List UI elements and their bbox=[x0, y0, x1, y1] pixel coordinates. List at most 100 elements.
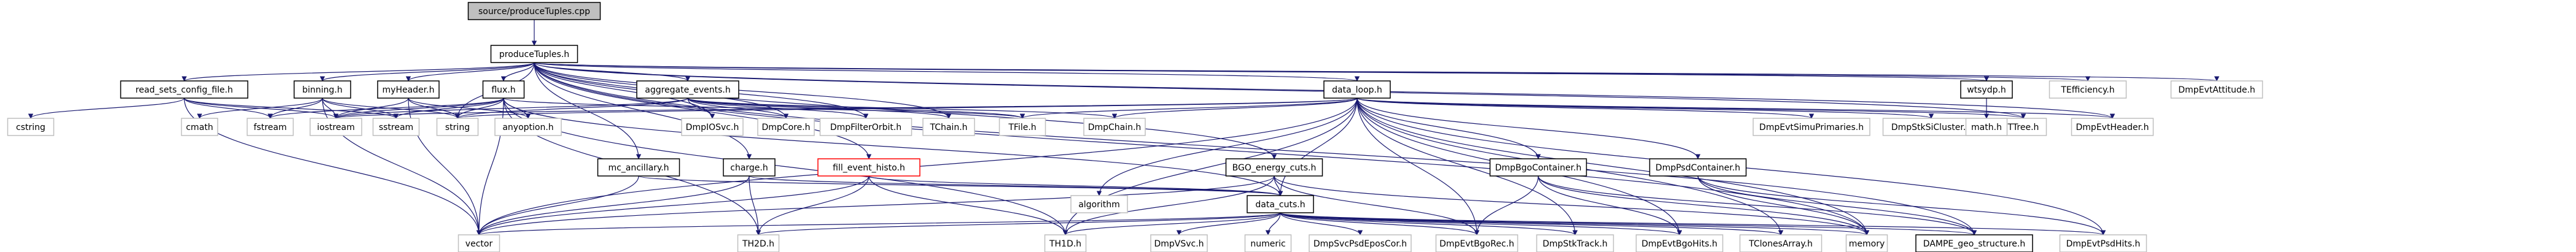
node-th2d[interactable]: TH2D.h bbox=[737, 234, 780, 252]
node-label: data_loop.h bbox=[1332, 85, 1382, 95]
node-readsets[interactable]: read_sets_config_file.h bbox=[120, 80, 249, 99]
node-dmpbgocontainer[interactable]: DmpBgoContainer.h bbox=[1489, 158, 1587, 177]
node-fstream[interactable]: fstream bbox=[246, 118, 294, 136]
edge-flux-to-datacuts bbox=[503, 97, 1283, 196]
edge-dataloop-to-dmpstktrack bbox=[1356, 97, 1578, 235]
edge-dataloop-to-tfile bbox=[1020, 97, 1358, 119]
edge-dataloop-to-dmpbgocontainer bbox=[1356, 97, 1541, 159]
node-flux[interactable]: flux.h bbox=[482, 80, 525, 99]
node-anyoption[interactable]: anyoption.h bbox=[494, 118, 562, 136]
node-label: iostream bbox=[317, 123, 355, 132]
node-binning[interactable]: binning.h bbox=[294, 80, 351, 99]
node-wtsydp[interactable]: wtsydp.h bbox=[1960, 80, 2013, 99]
node-cmath[interactable]: cmath bbox=[181, 118, 219, 136]
node-dmpevtsimuprimaries[interactable]: DmpEvtSimuPrimaries.h bbox=[1753, 118, 1870, 136]
node-dmpfilterorbit[interactable]: DmpFilterOrbit.h bbox=[819, 118, 912, 136]
node-dmpstktrack[interactable]: DmpStkTrack.h bbox=[1536, 234, 1614, 252]
node-algorithm[interactable]: algorithm bbox=[1070, 195, 1128, 213]
node-th1d[interactable]: TH1D.h bbox=[1044, 234, 1087, 252]
node-dampegeo[interactable]: DAMPE_geo_structure.h bbox=[1915, 234, 2033, 252]
edge-readsets-to-sstream bbox=[184, 97, 399, 119]
node-dmpiosvc[interactable]: DmpIOSvc.h bbox=[681, 118, 744, 136]
node-produce[interactable]: produceTuples.h bbox=[490, 45, 578, 63]
node-iostream[interactable]: iostream bbox=[309, 118, 362, 136]
edge-fillevent-to-vector bbox=[476, 175, 870, 235]
node-tfile[interactable]: TFile.h bbox=[998, 118, 1046, 136]
node-dmpevtpsdhits[interactable]: DmpEvtPsdHits.h bbox=[2059, 234, 2147, 252]
node-label: charge.h bbox=[730, 163, 768, 173]
node-box bbox=[737, 234, 780, 252]
node-dmpvsvc[interactable]: DmpVSvc.h bbox=[1150, 234, 1208, 252]
node-box bbox=[1323, 80, 1391, 99]
node-box bbox=[1070, 195, 1128, 213]
node-sstream[interactable]: sstream bbox=[372, 118, 420, 136]
node-label: DmpEvtSimuPrimaries.h bbox=[1759, 123, 1864, 132]
node-tchain[interactable]: TChain.h bbox=[922, 118, 975, 136]
node-label: TTree.h bbox=[2007, 123, 2039, 132]
node-box bbox=[490, 45, 578, 63]
edge-bgoenergy-to-memory bbox=[1274, 175, 1870, 235]
edge-datacuts-to-dmpstktrack bbox=[1280, 212, 1578, 235]
edge-produce-to-myheader bbox=[405, 62, 535, 82]
node-ttree[interactable]: TTree.h bbox=[1999, 118, 2047, 136]
edge-readsets-to-cstring bbox=[28, 97, 185, 119]
node-label: DmpIOSvc.h bbox=[686, 123, 739, 132]
node-memory[interactable]: memory bbox=[1845, 234, 1888, 252]
edge-aggregate-to-dmpiosvc bbox=[687, 97, 715, 119]
node-bgoenergy[interactable]: BGO_energy_cuts.h bbox=[1225, 158, 1323, 177]
node-label: DmpEvtBgoHits.h bbox=[1641, 239, 1718, 249]
node-dmpstksicluster[interactable]: DmpStkSiCluster.h bbox=[1882, 118, 1980, 136]
node-label: read_sets_config_file.h bbox=[136, 85, 233, 95]
node-dmpevtbgohits[interactable]: DmpEvtBgoHits.h bbox=[1635, 234, 1724, 252]
node-label: DmpEvtHeader.h bbox=[2076, 123, 2149, 132]
node-dmppsdcontainer[interactable]: DmpPsdContainer.h bbox=[1649, 158, 1747, 177]
node-label: TClonesArray.h bbox=[1748, 239, 1813, 249]
node-numeric[interactable]: numeric bbox=[1244, 234, 1292, 252]
edge-datacuts-to-dmpevtbgohits bbox=[1280, 212, 1682, 235]
node-cstring[interactable]: cstring bbox=[7, 118, 55, 136]
edge-dmppsdcontainer-to-dampegeo bbox=[1697, 175, 1977, 235]
node-dmpcore[interactable]: DmpCore.h bbox=[757, 118, 815, 136]
node-math[interactable]: math.h bbox=[1965, 118, 2008, 136]
node-tefficiency[interactable]: TEfficiency.h bbox=[2049, 80, 2127, 99]
node-tclonesarray[interactable]: TClonesArray.h bbox=[1739, 234, 1823, 252]
node-label: DmpStkSiCluster.h bbox=[1891, 123, 1971, 132]
node-charge[interactable]: charge.h bbox=[723, 158, 776, 177]
edge-bgoenergy-to-th1d bbox=[1062, 175, 1275, 235]
node-dmpsvcpsdeposcor[interactable]: DmpSvcPsdEposCor.h bbox=[1309, 234, 1412, 252]
node-dmpevtattitude[interactable]: DmpEvtAttitude.h bbox=[2170, 80, 2263, 99]
node-dmpchain[interactable]: DmpChain.h bbox=[1083, 118, 1146, 136]
node-aggregate[interactable]: aggregate_events.h bbox=[636, 80, 739, 99]
node-string[interactable]: string bbox=[436, 118, 479, 136]
edge-datacuts-to-memory bbox=[1280, 212, 1869, 235]
node-dmpevtheader[interactable]: DmpEvtHeader.h bbox=[2071, 118, 2154, 136]
node-label: TFile.h bbox=[1008, 123, 1036, 132]
edge-mcancillary-to-datacuts bbox=[638, 175, 1283, 196]
node-label: wtsydp.h bbox=[1967, 85, 2006, 95]
node-label: string bbox=[445, 123, 470, 132]
node-datacuts[interactable]: data_cuts.h bbox=[1247, 195, 1314, 213]
edge-produce-to-aggregate bbox=[534, 62, 691, 82]
edge-fillevent-to-th1d bbox=[868, 175, 1068, 235]
node-vector[interactable]: vector bbox=[457, 234, 500, 252]
edge-dataloop-to-dmpevtsimuprimaries bbox=[1356, 97, 1814, 119]
edge-myheader-to-anyoption bbox=[408, 97, 531, 119]
node-label: memory bbox=[1849, 239, 1885, 249]
node-myheader[interactable]: myHeader.h bbox=[377, 80, 440, 99]
node-label: DmpEvtBgoRec.h bbox=[1439, 239, 1514, 249]
edge-dataloop-to-algorithm bbox=[1096, 97, 1358, 196]
edge-produce-to-dmpevtheader bbox=[534, 62, 2115, 119]
node-dmpevtbgorec[interactable]: DmpEvtBgoRec.h bbox=[1435, 234, 1519, 252]
node-fillevent[interactable]: fill_event_histo.h bbox=[817, 158, 920, 177]
node-box bbox=[120, 80, 249, 99]
edge-aggregate-to-string bbox=[454, 97, 688, 119]
node-label: binning.h bbox=[302, 85, 343, 95]
node-mcancillary[interactable]: mc_ancillary.h bbox=[597, 158, 680, 177]
edge-datacuts-to-numeric bbox=[1265, 212, 1281, 235]
node-box bbox=[1489, 158, 1587, 177]
node-box bbox=[597, 158, 680, 177]
node-dataloop[interactable]: data_loop.h bbox=[1323, 80, 1391, 99]
node-root[interactable]: source/produceTuples.cpp bbox=[467, 2, 601, 20]
node-box bbox=[372, 118, 420, 136]
